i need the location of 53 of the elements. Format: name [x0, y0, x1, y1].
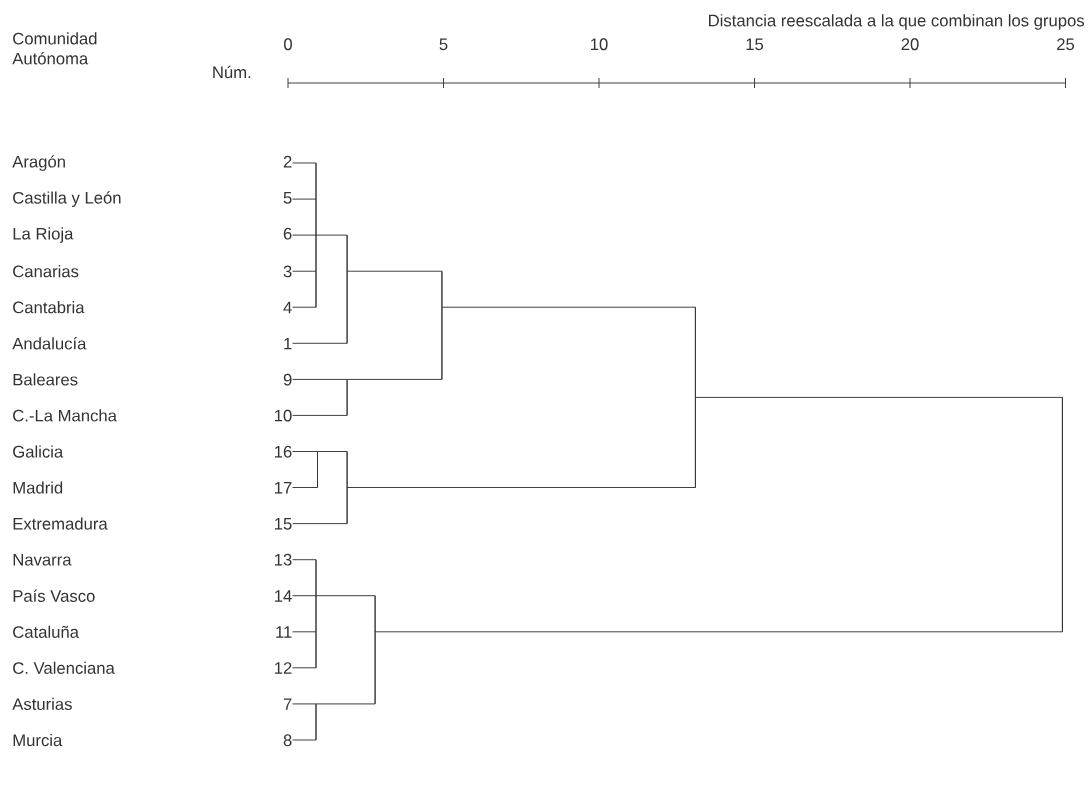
dendrogram-link	[346, 270, 443, 272]
dendrogram-link	[292, 739, 317, 741]
dendrogram-link	[292, 487, 318, 488]
leaf-label: C.-La Mancha 10	[13, 409, 292, 422]
dendrogram-link	[292, 198, 317, 200]
axis-title: Distancia reescalada a la que combinan los grupos	[709, 14, 1085, 30]
tick-label: 20	[901, 38, 919, 51]
leaf-label: Extremadura 15	[13, 517, 292, 530]
dendrogram-link	[315, 234, 348, 236]
dendrogram-link	[292, 595, 317, 597]
leaf-label: Murcia 8	[13, 733, 292, 747]
leaf-label: C. Valenciana 12	[13, 661, 292, 674]
dendrogram-link	[317, 451, 348, 452]
dendrogram-link	[292, 523, 348, 525]
leaf-label: Asturias 7	[12, 697, 292, 711]
dendrogram-link	[315, 703, 376, 705]
column-header: Comunidad Autónoma	[12, 32, 97, 65]
tick-label: 25	[1057, 38, 1075, 51]
dendrogram-link	[292, 667, 317, 669]
leaf-label: Galicia 16	[13, 445, 292, 458]
dendrogram-link	[292, 306, 317, 308]
leaf-label: Canarias 3	[13, 265, 292, 278]
dendrogram-link	[292, 414, 348, 416]
column-header: Núm.	[213, 65, 251, 79]
tick-label: 5	[439, 38, 448, 51]
leaf-label: Baleares 9	[13, 373, 292, 386]
dendrogram-link	[292, 631, 317, 633]
dendrogram-link	[292, 342, 348, 344]
dendrogram-link	[694, 396, 1063, 398]
leaf-label: País Vasco 14	[13, 589, 292, 602]
leaf-label: Cataluña 11	[13, 625, 292, 638]
dendrogram-link	[374, 631, 1063, 633]
tick-label: 15	[746, 38, 764, 51]
dendrogram-link	[346, 378, 443, 380]
dendrogram-link	[441, 306, 696, 308]
leaf-label: Andalucía 1	[12, 337, 292, 350]
leaf-label: Cantabria 4	[13, 301, 292, 314]
tick-label: 0	[284, 38, 292, 51]
dendrogram-link	[292, 234, 317, 236]
dendrogram-link	[292, 559, 317, 561]
leaf-label: Castilla y León 5	[13, 191, 292, 207]
dendrogram-link	[292, 270, 317, 272]
leaf-label: Aragón 2	[12, 155, 292, 171]
dendrogram-link	[292, 378, 348, 380]
dendrogram-link	[346, 487, 696, 488]
dendrogram-link	[292, 162, 317, 164]
tick-label: 10	[591, 38, 608, 51]
leaf-label: Madrid 17	[13, 481, 292, 494]
leaf-label: La Rioja 6	[13, 227, 292, 243]
dendrogram-link	[315, 595, 376, 597]
dendrogram-link	[292, 703, 317, 705]
dendrogram-link	[292, 451, 318, 452]
leaf-label: Navarra 13	[13, 553, 292, 566]
